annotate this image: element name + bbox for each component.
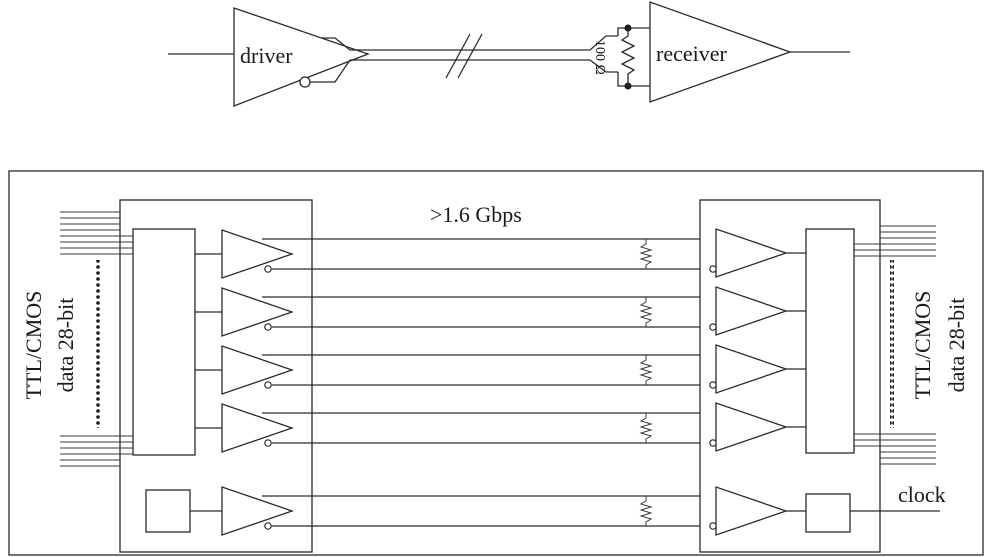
diff-pair-upper-wire [322, 35, 618, 51]
rx-receiver-1-bubble [709, 265, 717, 273]
rx-clock-receiver-bubble [709, 522, 717, 530]
rx-clock-block [805, 493, 851, 533]
link-pair-1 [262, 238, 716, 270]
rx-receiver-4 [715, 402, 789, 452]
deserializer-block [805, 228, 855, 454]
tx-input-bus-top [60, 211, 133, 255]
link-4-termination [639, 413, 653, 443]
tx-driver-4 [221, 403, 295, 453]
receiver-label: receiver [656, 41, 727, 66]
rx-receiver-3-bubble [709, 381, 717, 389]
tx-side-label-2: data 28-bit [53, 298, 78, 393]
transmitter-block: TTL/CMOS data 28-bit [21, 199, 313, 553]
receiver-triangle [649, 1, 792, 103]
rx-receiver-1 [715, 228, 789, 278]
tx-driver-4-bubble [264, 439, 272, 447]
rx-output-bus-bottom [854, 433, 936, 465]
link-3-termination [639, 355, 653, 385]
tx-driver-3-bubble [264, 381, 272, 389]
top-link-schematic: driver 100 Ω receiver [168, 1, 850, 107]
link-pair-4 [262, 412, 716, 444]
link-speed-label: >1.6 Gbps [430, 202, 522, 227]
rx-data-dots [890, 260, 894, 428]
link-pair-2 [262, 296, 716, 328]
rx-receiver-4-bubble [709, 439, 717, 447]
serializer-block [132, 228, 196, 456]
tx-driver-3 [221, 345, 295, 395]
rx-output-bus-top [854, 225, 936, 257]
tx-clock-driver [221, 486, 295, 536]
differential-links [262, 238, 716, 527]
tx-side-label-1: TTL/CMOS [21, 291, 46, 400]
break-mark-2 [457, 33, 483, 79]
driver-inverting-bubble [299, 76, 311, 88]
rx-receiver-2 [715, 286, 789, 336]
link-1-termination [639, 239, 653, 269]
tx-clock-driver-bubble [264, 522, 272, 530]
clock-label: clock [898, 482, 946, 507]
resistor-value-label: 100 Ω [592, 40, 607, 75]
tx-driver-2-bubble [264, 323, 272, 331]
rx-clock-receiver [715, 486, 789, 536]
bottom-system: >1.6 Gbps TTL/CMOS data 28-bit [8, 170, 984, 556]
driver-label: driver [240, 43, 293, 68]
link-pair-clock [262, 495, 716, 527]
break-mark-1 [445, 33, 471, 79]
rx-side-label-1: TTL/CMOS [910, 291, 935, 400]
tx-data-dots [96, 260, 100, 428]
tx-driver-1-bubble [264, 265, 272, 273]
diff-pair-lower-wire [310, 59, 618, 83]
tx-driver-2 [221, 287, 295, 337]
tx-driver-1 [221, 229, 295, 279]
receiver-block: TTL/CMOS data 28-bit clock [699, 199, 969, 553]
termination-resistor [620, 28, 636, 86]
link-2-termination [639, 297, 653, 327]
link-clock-termination [639, 496, 653, 526]
rx-receiver-3 [715, 344, 789, 394]
tx-input-bus-bottom [60, 435, 133, 467]
tx-clock-block [145, 489, 191, 533]
rx-receiver-2-bubble [709, 323, 717, 331]
rx-side-label-2: data 28-bit [944, 298, 969, 393]
link-pair-3 [262, 354, 716, 386]
